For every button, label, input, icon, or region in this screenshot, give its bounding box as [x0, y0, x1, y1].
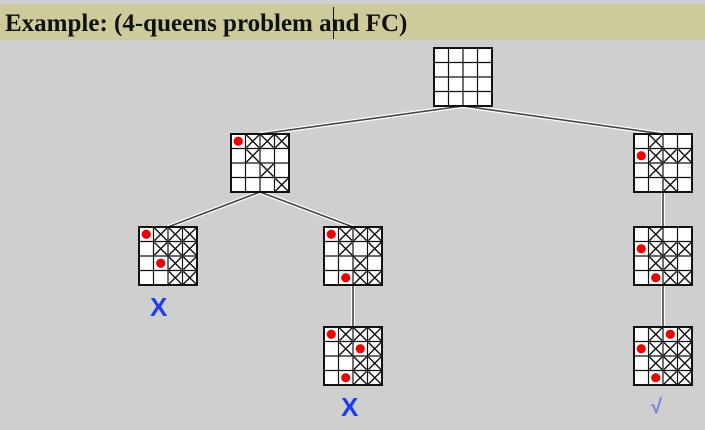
queen-marker [636, 344, 646, 354]
eliminated-cell-mark [678, 271, 692, 285]
eliminated-cell-mark [154, 227, 168, 241]
eliminated-cell-mark [168, 256, 182, 270]
eliminated-cell-mark [649, 342, 663, 356]
eliminated-cell-mark [353, 356, 367, 370]
queen-marker [651, 373, 661, 383]
board-q1-row1 [230, 133, 290, 193]
board-row2-row4-row1 [633, 326, 693, 386]
queen-marker [141, 229, 151, 239]
eliminated-cell-mark [649, 242, 663, 256]
eliminated-cell-mark [663, 149, 677, 163]
page-title: Example: (4-queens problem and FC) [5, 10, 408, 37]
queen-marker [156, 258, 166, 268]
eliminated-cell-mark [649, 149, 663, 163]
eliminated-cell-mark [649, 227, 663, 241]
eliminated-cell-mark [275, 134, 289, 148]
eliminated-cell-mark [663, 256, 677, 270]
eliminated-cell-mark [168, 242, 182, 256]
eliminated-cell-mark [663, 356, 677, 370]
eliminated-cell-mark [663, 242, 677, 256]
board-row2-row4 [633, 226, 693, 286]
eliminated-cell-mark [183, 256, 197, 270]
queen-marker [326, 329, 336, 339]
eliminated-cell-mark [246, 149, 260, 163]
eliminated-cell-mark [353, 227, 367, 241]
solution-check-icon: √ [651, 396, 662, 418]
eliminated-cell-mark [678, 242, 692, 256]
queen-marker [636, 244, 646, 254]
eliminated-cell-mark [183, 242, 197, 256]
eliminated-cell-mark [368, 327, 382, 341]
eliminated-cell-mark [275, 178, 289, 192]
board-row1-row4 [323, 226, 383, 286]
eliminated-cell-mark [649, 256, 663, 270]
text-cursor [333, 7, 334, 39]
tree-edge [259, 191, 354, 228]
eliminated-cell-mark [353, 256, 367, 270]
eliminated-cell-mark [649, 356, 663, 370]
eliminated-cell-mark [168, 227, 182, 241]
eliminated-cell-mark [368, 371, 382, 385]
eliminated-cell-mark [339, 342, 353, 356]
board-root [433, 47, 493, 107]
tree-edges [167, 104, 665, 327]
eliminated-cell-mark [260, 134, 274, 148]
queen-marker [651, 273, 661, 283]
eliminated-cell-mark [183, 271, 197, 285]
tree-edge [462, 105, 664, 135]
tree-edge [259, 105, 464, 135]
eliminated-cell-mark [246, 134, 260, 148]
eliminated-cell-mark [678, 371, 692, 385]
eliminated-cell-mark [154, 242, 168, 256]
dead-end-x-icon: X [150, 292, 168, 322]
dead-end-x-icon: X [341, 392, 359, 422]
eliminated-cell-mark [339, 242, 353, 256]
eliminated-cell-mark [339, 227, 353, 241]
eliminated-cell-mark [353, 327, 367, 341]
eliminated-cell-mark [368, 271, 382, 285]
eliminated-cell-mark [649, 163, 663, 177]
eliminated-cell-mark [353, 371, 367, 385]
eliminated-cell-mark [678, 356, 692, 370]
eliminated-cell-mark [678, 327, 692, 341]
eliminated-cell-mark [168, 271, 182, 285]
eliminated-cell-mark [183, 227, 197, 241]
queen-marker [636, 151, 646, 161]
eliminated-cell-mark [663, 271, 677, 285]
eliminated-cell-mark [260, 163, 274, 177]
eliminated-cell-mark [663, 178, 677, 192]
eliminated-cell-mark [678, 342, 692, 356]
tree-edge [167, 191, 261, 228]
eliminated-cell-mark [353, 271, 367, 285]
queen-marker [341, 373, 351, 383]
queen-marker [233, 136, 243, 146]
title-bar: Example: (4-queens problem and FC) [0, 4, 705, 40]
eliminated-cell-mark [663, 371, 677, 385]
board-row1-row4-row2 [323, 326, 383, 386]
eliminated-cell-mark [368, 242, 382, 256]
eliminated-cell-mark [678, 149, 692, 163]
queen-marker [665, 329, 675, 339]
queen-marker [341, 273, 351, 283]
eliminated-cell-mark [339, 327, 353, 341]
queen-marker [355, 344, 365, 354]
eliminated-cell-mark [368, 342, 382, 356]
eliminated-cell-mark [663, 342, 677, 356]
board-q1-row2 [633, 133, 693, 193]
eliminated-cell-mark [649, 327, 663, 341]
eliminated-cell-mark [649, 134, 663, 148]
board-row1-row3 [138, 226, 198, 286]
eliminated-cell-mark [368, 356, 382, 370]
queen-marker [326, 229, 336, 239]
eliminated-cell-mark [368, 227, 382, 241]
